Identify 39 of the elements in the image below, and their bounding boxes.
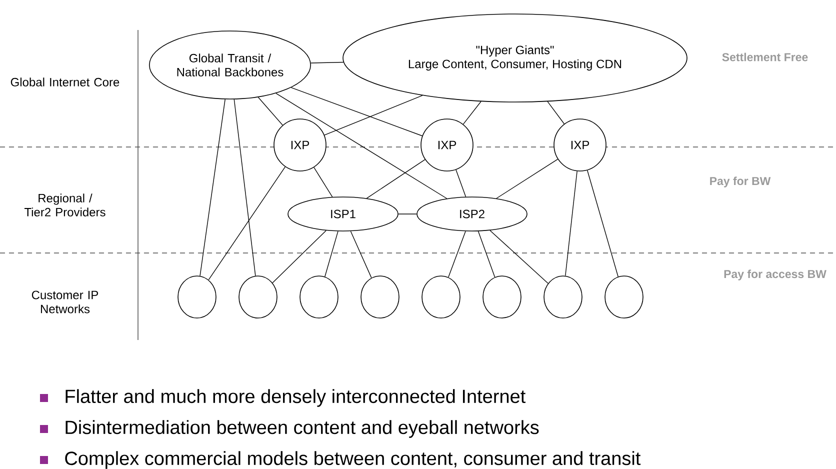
bullet-text: Complex commercial models between content, consumer and transit — [65, 451, 641, 469]
customer-circle — [604, 276, 644, 318]
bullet-text: Disintermediation between content and eyeball networks — [66, 420, 539, 438]
layer-label: Customer IP Networks — [32, 290, 98, 314]
connector-line — [234, 99, 256, 276]
customer-circle — [360, 276, 400, 318]
pricing-note: Pay for BW — [710, 176, 771, 188]
customer-circle — [544, 276, 582, 318]
connector-line — [324, 230, 338, 277]
connector-line — [272, 230, 326, 284]
customer-circle — [482, 276, 522, 318]
connector-line — [314, 167, 333, 198]
connector-line — [276, 92, 448, 199]
connector-line — [258, 96, 283, 126]
connector-line — [565, 170, 578, 276]
connector-line — [208, 166, 286, 280]
connector-line — [587, 170, 618, 277]
layer-label: Global Internet Core — [10, 78, 120, 86]
connector-line — [490, 230, 548, 284]
layer-label: Regional / Tier2 Providers — [24, 194, 106, 216]
bullet-text: Flatter and much more densely interconnected Internet — [66, 389, 526, 407]
pricing-note: Settlement Free — [722, 52, 808, 62]
connector-line — [547, 101, 565, 124]
pricing-note: Pay for access BW — [724, 270, 826, 280]
connector-line — [496, 158, 558, 199]
customer-circle — [300, 276, 338, 318]
connector-line — [448, 230, 466, 278]
connector-line — [324, 95, 423, 136]
connector-line — [478, 230, 496, 278]
customer-circle — [238, 276, 278, 318]
connector-line — [462, 101, 482, 125]
connector-line — [456, 169, 466, 198]
customer-circle — [178, 276, 216, 318]
connector-line — [350, 230, 372, 278]
connector-line — [310, 62, 344, 64]
connector-line — [366, 159, 426, 199]
connector-line — [200, 99, 226, 276]
connector-line — [290, 87, 423, 136]
customer-circle — [422, 276, 460, 318]
